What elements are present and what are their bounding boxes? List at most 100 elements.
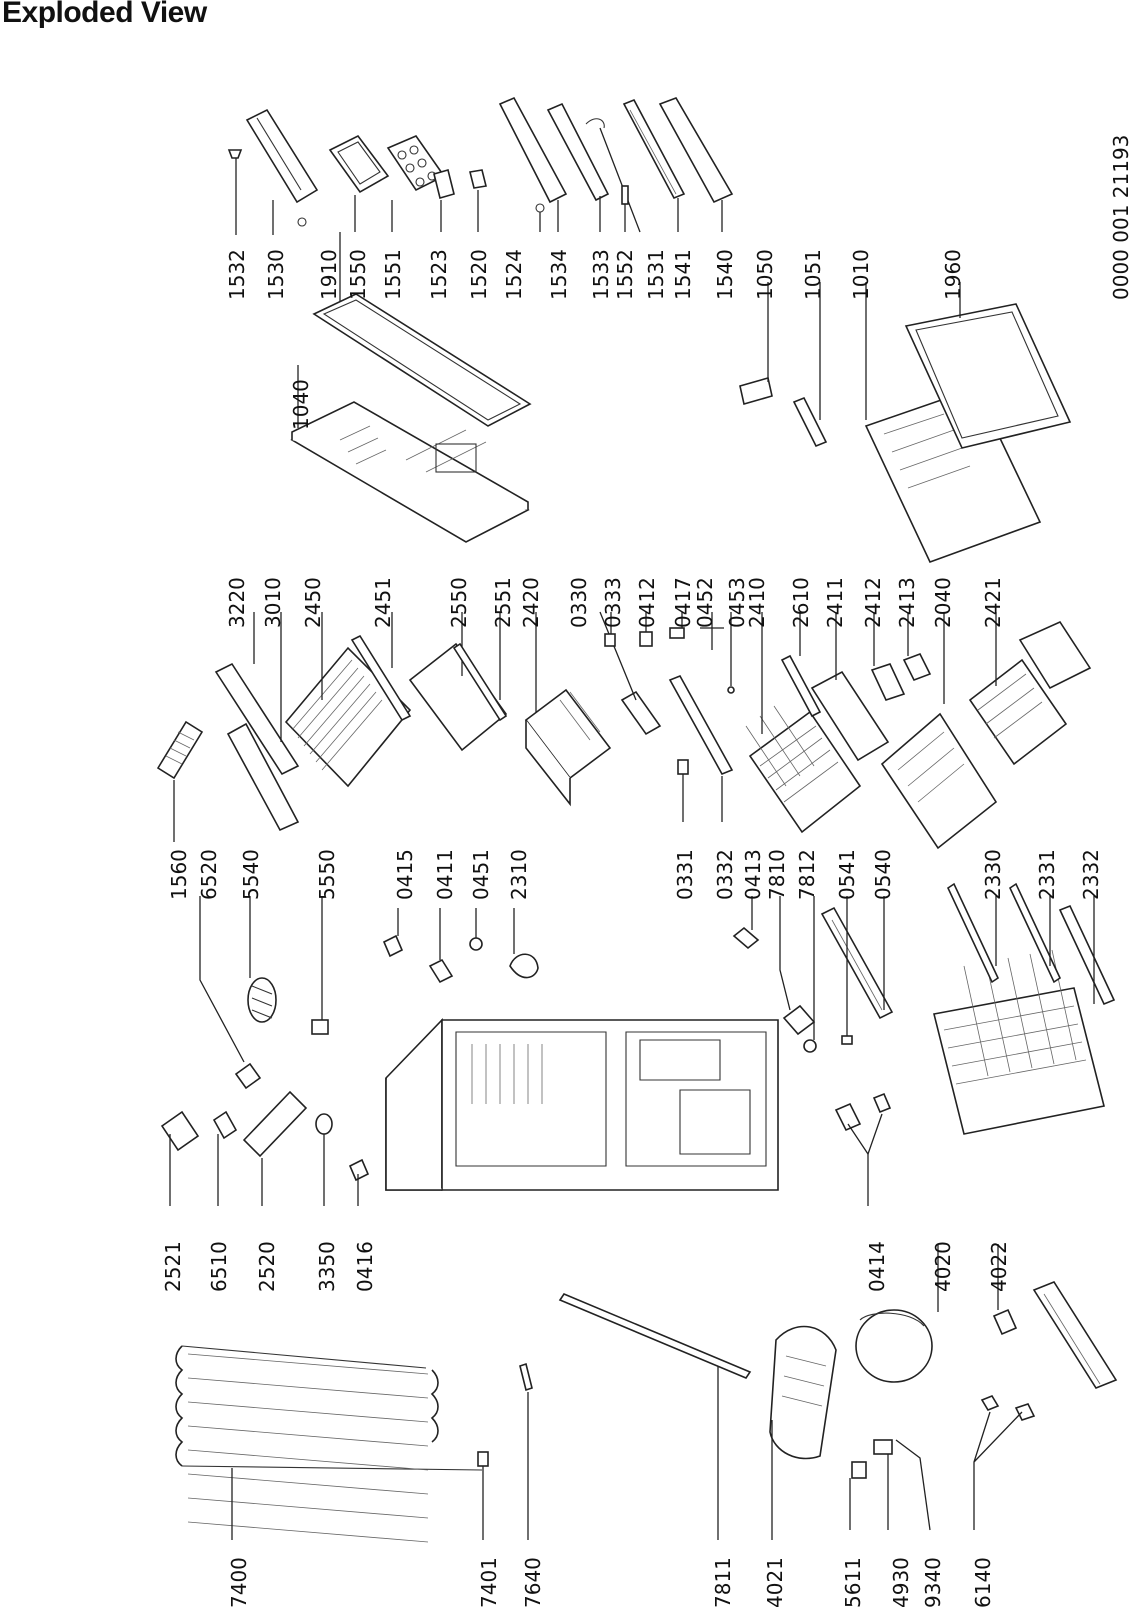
- part-label-1540: 1540: [713, 249, 737, 300]
- part-1040-upper-door: [290, 365, 530, 543]
- part-label-0541: 0541: [835, 849, 859, 900]
- part-evaporator-grid: [933, 949, 1105, 1135]
- part-label-0413: 0413: [741, 849, 765, 900]
- part-2410-basket: [745, 612, 862, 834]
- part-label-1051: 1051: [801, 249, 825, 300]
- part-6510-lamp-holder: [212, 1110, 238, 1206]
- part-label-9340: 9340: [921, 1557, 945, 1608]
- part-1523-clip: [433, 169, 455, 232]
- part-label-7400: 7400: [227, 1557, 251, 1608]
- part-label-2550: 2550: [447, 577, 471, 628]
- part-label-0330: 0330: [567, 577, 591, 628]
- part-label-2040: 2040: [931, 577, 955, 628]
- part-label-5611: 5611: [841, 1557, 865, 1608]
- part-0330-strip: [599, 611, 662, 736]
- part-1550-tray: [328, 134, 390, 232]
- part-2451-trim: [350, 612, 412, 722]
- part-1551-egg-tray: [386, 135, 446, 232]
- part-2040-drawer: [880, 612, 998, 850]
- part-label-1560: 1560: [167, 849, 191, 900]
- part-label-3350: 3350: [315, 1241, 339, 1292]
- part-0331-clip: [677, 759, 689, 822]
- part-label-0540: 0540: [871, 849, 895, 900]
- part-label-3220: 3220: [225, 577, 249, 628]
- part-label-0452: 0452: [693, 577, 717, 628]
- part-0452-pin: [700, 612, 724, 650]
- part-0333-clip: [604, 612, 616, 647]
- part-label-0332: 0332: [713, 849, 737, 900]
- part-3010-cover: [226, 612, 300, 832]
- part-0541-clip: [841, 896, 853, 1045]
- part-label-1551: 1551: [381, 249, 405, 300]
- part-label-1533: 1533: [589, 249, 613, 300]
- part-label-1550: 1550: [346, 249, 370, 300]
- part-label-3010: 3010: [261, 577, 285, 628]
- part-0332-rail: [668, 674, 734, 822]
- part-label-2451: 2451: [371, 577, 395, 628]
- part-label-0333: 0333: [601, 577, 625, 628]
- part-label-2610: 2610: [789, 577, 813, 628]
- part-7810-holder: [779, 896, 816, 1036]
- part-base-plate: [1032, 1281, 1118, 1389]
- part-0415-clip: [382, 908, 404, 958]
- part-5540-fan: [247, 896, 277, 1023]
- part-label-2331: 2331: [1035, 849, 1059, 900]
- part-label-0415: 0415: [393, 849, 417, 900]
- part-0414-hinges: [834, 1092, 892, 1206]
- part-label-2332: 2332: [1079, 849, 1103, 900]
- part-label-7811: 7811: [711, 1557, 735, 1608]
- part-label-1040: 1040: [289, 379, 313, 430]
- part-2411-bin: [810, 612, 890, 762]
- part-1531-wire: [585, 118, 641, 233]
- part-label-0414: 0414: [865, 1241, 889, 1292]
- part-2330-rail: [946, 882, 1000, 984]
- part-1520-clip: [469, 169, 487, 232]
- part-2421-basket: [968, 612, 1092, 766]
- part-label-2450: 2450: [301, 577, 325, 628]
- part-label-7640: 7640: [521, 1557, 545, 1608]
- part-4020-compressor: [855, 1244, 939, 1383]
- part-label-2551: 2551: [491, 577, 515, 628]
- part-label-1530: 1530: [264, 249, 288, 300]
- part-0411-clip: [428, 908, 454, 984]
- part-1541-bar: [622, 98, 686, 232]
- part-label-7812: 7812: [795, 849, 819, 900]
- part-label-1523: 1523: [427, 249, 451, 300]
- part-0417-clip: [669, 612, 685, 639]
- part-label-6510: 6510: [207, 1241, 231, 1292]
- part-0451-knob: [469, 908, 483, 951]
- part-4022-grommet: [992, 1244, 1018, 1336]
- part-label-2410: 2410: [745, 577, 769, 628]
- part-label-0416: 0416: [353, 1241, 377, 1292]
- part-label-0451: 0451: [469, 849, 493, 900]
- part-0413-bracket: [732, 896, 760, 950]
- part-2551-trim: [452, 612, 508, 722]
- part-1534-shelf: [498, 96, 568, 232]
- part-2550-glass-shelf: [408, 612, 508, 752]
- part-label-2411: 2411: [823, 577, 847, 628]
- part-label-7401: 7401: [477, 1557, 501, 1608]
- part-label-2330: 2330: [981, 849, 1005, 900]
- part-1530-shelf: [245, 108, 319, 235]
- part-7400-condenser: [175, 1345, 483, 1543]
- part-label-6520: 6520: [197, 849, 221, 900]
- part-label-1010: 1010: [849, 249, 873, 300]
- page-title: Exploded View: [2, 0, 207, 29]
- part-1533-rail: [546, 102, 610, 232]
- part-2412-bracket: [870, 612, 906, 701]
- part-2331-rail: [1008, 882, 1062, 984]
- part-1532-screw: [227, 149, 243, 235]
- part-1560-ice-tray: [156, 720, 204, 842]
- part-0453-pin: [727, 612, 735, 694]
- part-label-1524: 1524: [502, 249, 526, 300]
- part-label-1531: 1531: [644, 249, 668, 300]
- part-2610-strip: [780, 612, 822, 718]
- part-3220-rail: [214, 612, 300, 776]
- part-label-0417: 0417: [671, 577, 695, 628]
- part-3350-knob: [315, 1113, 333, 1206]
- part-label-2420: 2420: [519, 577, 543, 628]
- part-label-1520: 1520: [467, 249, 491, 300]
- part-1050-hinge: [739, 282, 773, 406]
- part-1051-hinge: [792, 282, 828, 448]
